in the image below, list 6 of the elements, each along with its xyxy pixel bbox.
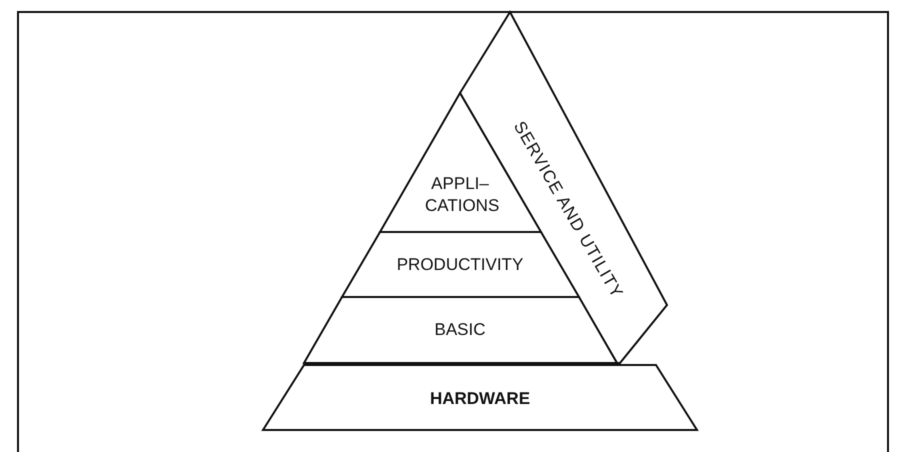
- layer-label: PRODUCTIVITY: [396, 254, 524, 276]
- layer-label: HARDWARE: [428, 388, 532, 410]
- pyramid-layer: [342, 232, 579, 297]
- pyramid-layer: [304, 297, 617, 363]
- base-layer: [263, 365, 697, 430]
- layer-label: BASIC: [433, 319, 487, 341]
